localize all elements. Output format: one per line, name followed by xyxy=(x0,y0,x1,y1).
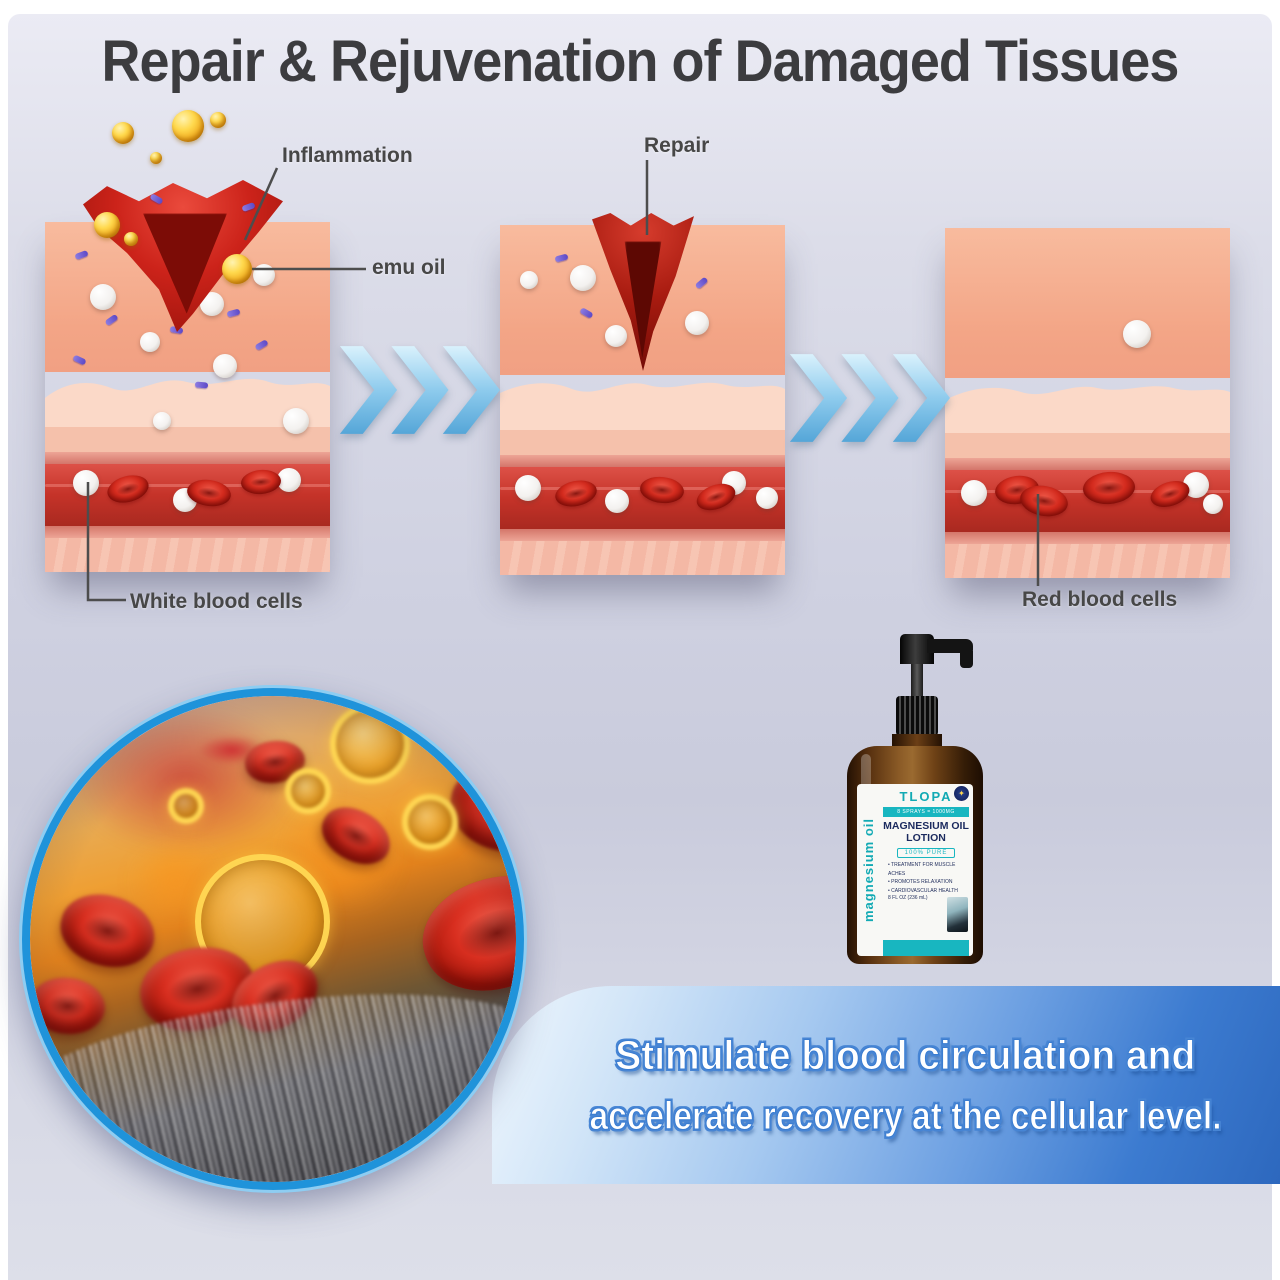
banner-line-2: accelerate recovery at the cellular leve… xyxy=(588,1094,1222,1138)
pump-stem xyxy=(911,664,923,698)
dermis-wave-layer xyxy=(45,378,330,430)
white-blood-cell xyxy=(515,475,541,501)
brand-badge: ✦ xyxy=(954,786,969,801)
label-inflammation: Inflammation xyxy=(282,144,413,167)
vessel-wall xyxy=(500,455,785,467)
title-wrap: Repair & Rejuvenation of Damaged Tissues xyxy=(0,28,1280,95)
product-name-line2: LOTION xyxy=(906,832,946,845)
pump-nozzle xyxy=(927,639,973,653)
epidermis-layer xyxy=(945,228,1230,378)
oil-bubble xyxy=(402,794,458,850)
label-bottom-band xyxy=(883,940,969,956)
banner-line-1: Stimulate blood circulation and xyxy=(615,1031,1196,1078)
pump-spout xyxy=(960,651,973,668)
label-side-text: magnesium oil xyxy=(860,817,876,923)
label-repair: Repair xyxy=(644,134,710,157)
bacteria xyxy=(194,381,209,389)
label-emu-oil: emu oil xyxy=(372,256,446,279)
subcutis-layer xyxy=(45,538,330,572)
white-blood-cell xyxy=(605,489,629,513)
product-name-line1: MAGNESIUM OIL xyxy=(883,820,969,832)
progression-arrows-left xyxy=(339,346,500,434)
volume-text: 8 FL OZ (236 mL) xyxy=(888,895,928,902)
bottle-neck xyxy=(892,734,942,748)
oil-bubble xyxy=(285,768,331,814)
dermis-layer xyxy=(45,427,330,452)
tissue-panel-healed xyxy=(945,228,1230,578)
vessel-wall xyxy=(45,526,330,538)
benefit-banner: Stimulate blood circulation and accelera… xyxy=(492,986,1280,1184)
subcutis-layer xyxy=(500,541,785,575)
label-white-blood-cells: White blood cells xyxy=(130,590,303,613)
vessel-wall xyxy=(45,452,330,464)
progression-arrows-right xyxy=(789,354,950,442)
blood-cells-photo-inset xyxy=(22,688,524,1190)
white-blood-cell xyxy=(685,311,709,335)
white-blood-cell xyxy=(213,354,237,378)
label-leg-photo xyxy=(947,897,968,932)
oil-droplet xyxy=(210,112,226,128)
white-blood-cell xyxy=(520,271,538,289)
white-blood-cell xyxy=(140,332,160,352)
oil-droplet xyxy=(94,212,120,238)
white-blood-cell xyxy=(1123,320,1151,348)
dermis-wave-layer xyxy=(945,386,1230,436)
purity-badge: 100% PURE xyxy=(896,848,956,859)
page-title: Repair & Rejuvenation of Damaged Tissues xyxy=(101,29,1180,94)
white-blood-cell xyxy=(277,468,301,492)
oil-droplet xyxy=(172,110,204,142)
white-blood-cell xyxy=(253,264,275,286)
label-bullets: • TREATMENT FOR MUSCLE ACHES • PROMOTES … xyxy=(883,861,969,895)
vessel-wall xyxy=(945,458,1230,470)
label-main: TLOPA ✦ 8 SPRAYS = 1000MG MAGNESIUM OIL … xyxy=(879,784,973,956)
product-bottle: magnesium oil TLOPA ✦ 8 SPRAYS = 1000MG … xyxy=(845,634,985,966)
dermis-layer xyxy=(500,430,785,455)
oil-bubble xyxy=(168,788,204,824)
white-blood-cell xyxy=(73,470,99,496)
label-bullet: • PROMOTES RELAXATION xyxy=(888,879,953,886)
label-side-strip: magnesium oil xyxy=(857,784,879,956)
oil-droplet-emu-target xyxy=(222,254,252,284)
vessel-wall xyxy=(500,529,785,541)
dermis-layer xyxy=(945,433,1230,458)
white-blood-cell xyxy=(283,408,309,434)
oil-bubble xyxy=(330,704,410,784)
photo-vignette xyxy=(30,696,516,1182)
pump-collar xyxy=(896,696,938,736)
white-blood-cell xyxy=(961,480,987,506)
oil-droplet xyxy=(124,232,138,246)
subcutis-layer xyxy=(945,544,1230,578)
oil-droplet xyxy=(112,122,134,144)
blood-cells-photo xyxy=(30,696,516,1182)
label-bullet: • TREATMENT FOR MUSCLE ACHES xyxy=(888,862,956,877)
oil-droplet xyxy=(150,152,162,164)
brand-name: TLOPA xyxy=(899,789,953,804)
tissue-panel-repairing xyxy=(500,213,785,575)
dermis-wave-layer xyxy=(500,382,785,433)
vessel-wall xyxy=(945,532,1230,544)
label-red-blood-cells: Red blood cells xyxy=(1022,588,1178,611)
white-blood-cell xyxy=(153,412,171,430)
dosage-band: 8 SPRAYS = 1000MG xyxy=(883,807,969,817)
white-blood-cell xyxy=(605,325,627,347)
tissue-panel-inflamed xyxy=(45,180,330,572)
white-blood-cell xyxy=(1203,494,1223,514)
white-blood-cell xyxy=(570,265,596,291)
product-label: magnesium oil TLOPA ✦ 8 SPRAYS = 1000MG … xyxy=(857,784,973,956)
white-blood-cell xyxy=(756,487,778,509)
white-blood-cell xyxy=(90,284,116,310)
label-bullet: • CARDIOVASCULAR HEALTH xyxy=(888,887,958,894)
